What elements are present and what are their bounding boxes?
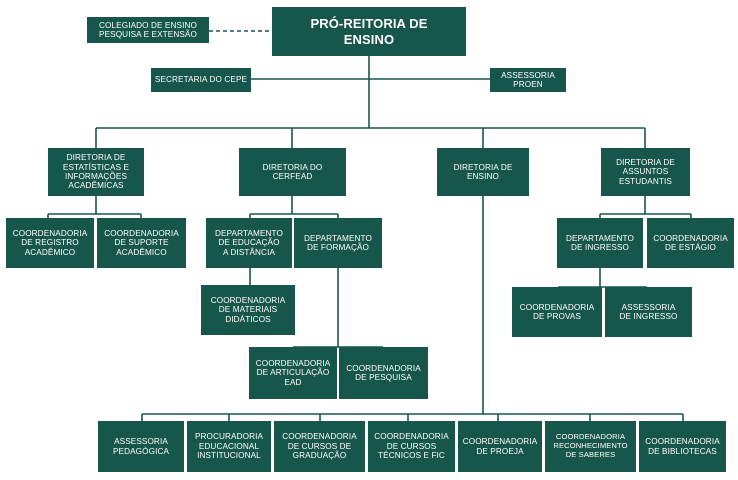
coordenadoria-suporte-academico-box: COORDENADORIA DE SUPORTE ACADÊMICO xyxy=(97,218,186,268)
departamento-educacao-distancia-box: DEPARTAMENTO DE EDUCAÇÃO A DISTÂNCIA xyxy=(206,218,292,268)
colegiado-box: COLEGIADO DE ENSINO PESQUISA E EXTENSÃO xyxy=(87,17,209,43)
coordenadoria-articulacao-ead-box: COORDENADORIA DE ARTICULAÇÃO EaD xyxy=(249,347,337,399)
coordenadoria-registro-academico-box: COORDENADORIA DE REGISTRO ACADÊMICO xyxy=(6,218,94,268)
coordenadoria-estagio-box: COORDENADORIA DE ESTÁGIO xyxy=(647,218,734,268)
departamento-ingresso-box: DEPARTAMENTO DE INGRESSO xyxy=(557,218,643,268)
diretoria-estatisticas-box: DIRETORIA DE ESTATÍSTICAS E INFORMAÇÕES … xyxy=(48,148,144,196)
departamento-formacao-box: DEPARTAMENTO DE FORMAÇÃO xyxy=(294,218,382,268)
coordenadoria-cursos-graduacao-box: COORDENADORIA DE CURSOS DE GRADUAÇÃO xyxy=(274,421,365,472)
coordenadoria-reconhecimento-saberes-box: COORDENADORIA RECONHECIMENTO DE SABERES xyxy=(545,421,636,472)
coordenadoria-pesquisa-box: COORDENADORIA DE PESQUISA xyxy=(339,347,428,399)
coordenadoria-provas-box: COORDENADORIA DE PROVAS xyxy=(512,287,602,337)
pro-reitoria-ensino-box: PRÓ-REITORIA DE ENSINO xyxy=(272,7,466,56)
coordenadoria-bibliotecas-box: COORDENADORIA DE BIBLIOTECAS xyxy=(639,421,726,472)
diretoria-cerfead-box: DIRETORIA DO CERFEAD xyxy=(239,148,346,196)
diretoria-assuntos-estudantis-box: DIRETORIA DE ASSUNTOS ESTUDANTIS xyxy=(601,148,690,196)
coordenadoria-materiais-didaticos-box: COORDENADORIA DE MATERIAIS DIDÁTICOS xyxy=(201,285,295,335)
assessoria-pedagogica-box: ASSESSORIA PEDAGÓGICA xyxy=(98,421,184,472)
assessoria-proen-box: ASSESSORIA PROEN xyxy=(490,68,566,92)
secretaria-cepe-box: SECRETARIA DO CEPE xyxy=(151,68,251,92)
diretoria-ensino-box: DIRETORIA DE ENSINO xyxy=(437,148,529,196)
coordenadoria-cursos-tecnicos-box: COORDENADORIA DE CURSOS TÉCNICOS E FIC xyxy=(368,421,455,472)
coordenadoria-proeja-box: COORDENADORIA DE PROEJA xyxy=(458,421,542,472)
assessoria-ingresso-box: ASSESSORIA DE INGRESSO xyxy=(605,287,692,337)
procuradoria-educacional-box: PROCURADORIA EDUCACIONAL INSTITUCIONAL xyxy=(187,421,271,472)
